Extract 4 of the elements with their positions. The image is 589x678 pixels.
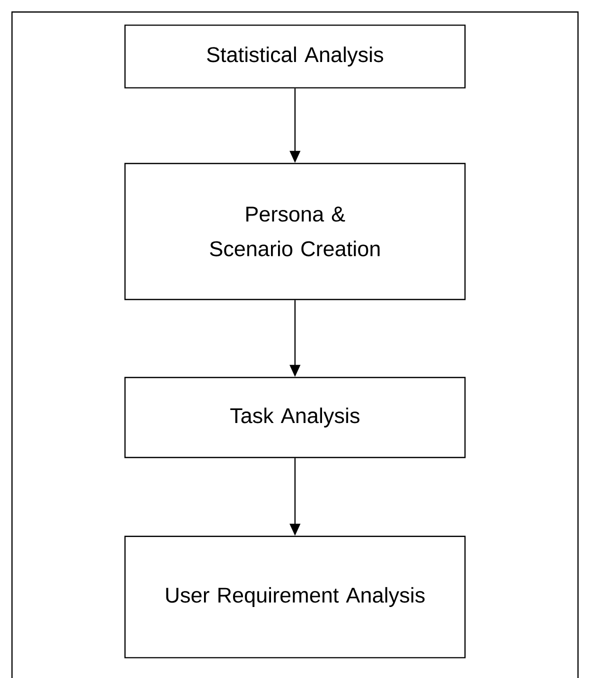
process-box: Persona & Scenario Creation: [124, 162, 466, 300]
process-box: Statistical Analysis: [124, 24, 466, 88]
process-box: Task Analysis: [124, 376, 466, 458]
process-box: User Requirement Analysis: [124, 536, 466, 658]
